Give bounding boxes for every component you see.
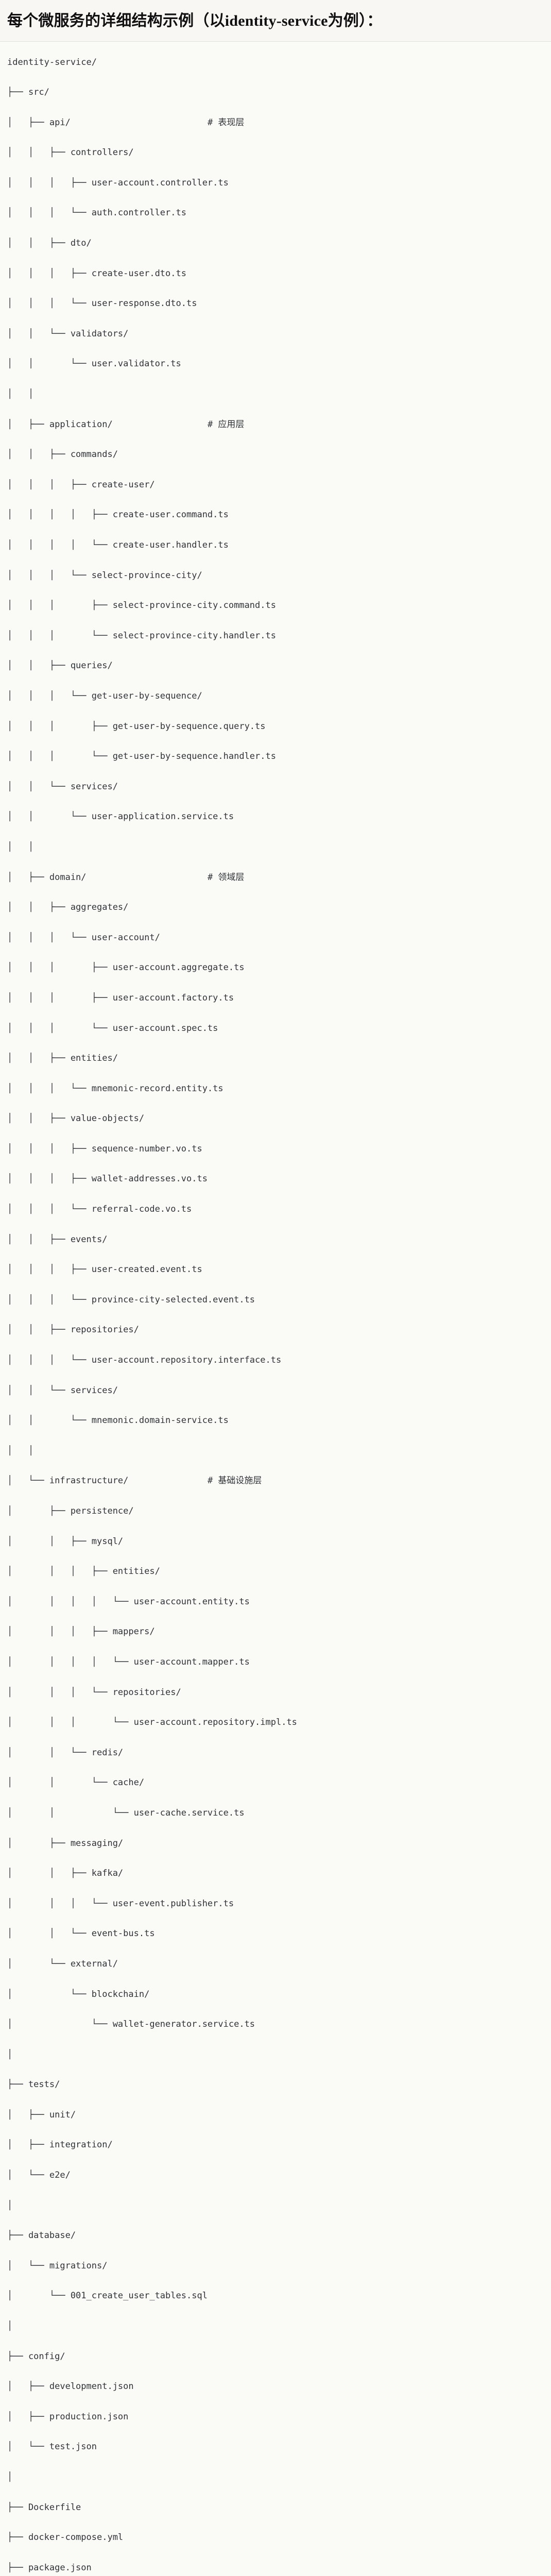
tree-line: │ │ <box>7 387 544 402</box>
tree-line: │ │ └── user-cache.service.ts <box>7 1806 544 1821</box>
tree-line: │ │ <box>7 840 544 855</box>
tree-line: │ │ │ └── user-account.spec.ts <box>7 1021 544 1036</box>
tree-line: │ │ ├── value-objects/ <box>7 1111 544 1126</box>
tree-line: │ ├── application/ # 应用层 <box>7 417 544 432</box>
tree-line: │ │ │ ├── mappers/ <box>7 1624 544 1639</box>
tree-line: │ └── wallet-generator.service.ts <box>7 2017 544 2032</box>
tree-line: │ │ ├── entities/ <box>7 1051 544 1066</box>
tree-line: │ │ ├── dto/ <box>7 236 544 251</box>
tree-line: │ │ │ └── auth.controller.ts <box>7 206 544 221</box>
tree-line: │ │ │ └── user-event.publisher.ts <box>7 1896 544 1911</box>
directory-tree-block: identity-service/ ├── src/ │ ├── api/ # … <box>0 42 551 2576</box>
tree-line: │ <box>7 2319 544 2334</box>
tree-line-comment: # 领域层 <box>208 872 244 883</box>
tree-line: │ │ └── services/ <box>7 1383 544 1398</box>
tree-line-comment: # 表现层 <box>208 117 244 128</box>
tree-line: │ <box>7 2470 544 2485</box>
tree-line: │ │ └── user.validator.ts <box>7 357 544 371</box>
tree-line: │ │ │ │ └── user-account.mapper.ts <box>7 1655 544 1670</box>
tree-line: │ │ │ ├── create-user.dto.ts <box>7 266 544 281</box>
tree-line: │ │ │ └── get-user-by-sequence.handler.t… <box>7 749 544 764</box>
tree-line: │ │ │ ├── user-account.aggregate.ts <box>7 960 544 975</box>
tree-line: │ │ │ └── select-province-city/ <box>7 568 544 583</box>
page-title: 每个微服务的详细结构示例（以identity-service为例）： <box>7 11 544 31</box>
tree-line: │ │ │ └── repositories/ <box>7 1685 544 1700</box>
tree-line: │ │ │ └── user-account.repository.interf… <box>7 1353 544 1368</box>
tree-line-path: │ ├── application/ <box>7 419 208 430</box>
tree-line: │ ├── development.json <box>7 2379 544 2394</box>
tree-line-path: │ ├── api/ <box>7 117 208 128</box>
tree-line: │ │ └── event-bus.ts <box>7 1926 544 1941</box>
tree-line: │ <box>7 2047 544 2062</box>
tree-line-comment: # 基础设施层 <box>208 1476 262 1486</box>
tree-line: ├── Dockerfile <box>7 2500 544 2515</box>
tree-line: │ │ ├── kafka/ <box>7 1866 544 1881</box>
tree-line: │ │ └── user-application.service.ts <box>7 809 544 824</box>
tree-line: │ │ │ ├── create-user/ <box>7 478 544 493</box>
tree-line: │ │ ├── mysql/ <box>7 1534 544 1549</box>
tree-line: │ │ │ └── mnemonic-record.entity.ts <box>7 1081 544 1096</box>
tree-line: │ │ │ ├── user-created.event.ts <box>7 1262 544 1277</box>
page-header: 每个微服务的详细结构示例（以identity-service为例）： <box>0 0 551 42</box>
tree-line: │ │ │ │ ├── create-user.command.ts <box>7 507 544 522</box>
tree-line: │ │ └── redis/ <box>7 1745 544 1760</box>
tree-line: │ ├── persistence/ <box>7 1504 544 1519</box>
tree-line: │ │ └── cache/ <box>7 1775 544 1790</box>
tree-line-comment: # 应用层 <box>208 419 244 430</box>
tree-line: │ │ │ ├── wallet-addresses.vo.ts <box>7 1172 544 1187</box>
tree-line: │ │ │ └── user-response.dto.ts <box>7 296 544 311</box>
tree-line: │ │ ├── events/ <box>7 1232 544 1247</box>
tree-line: │ └── 001_create_user_tables.sql <box>7 2289 544 2303</box>
tree-line: │ │ │ ├── entities/ <box>7 1564 544 1579</box>
tree-line: │ ├── unit/ <box>7 2108 544 2123</box>
tree-line: │ │ └── validators/ <box>7 327 544 342</box>
tree-line: │ ├── api/ # 表现层 <box>7 115 544 130</box>
tree-line: │ │ │ └── user-account/ <box>7 930 544 945</box>
tree-line: │ ├── production.json <box>7 2410 544 2425</box>
tree-line: │ └── e2e/ <box>7 2168 544 2183</box>
tree-line-path: │ └── infrastructure/ <box>7 1476 208 1486</box>
tree-line: │ │ │ ├── get-user-by-sequence.query.ts <box>7 719 544 734</box>
tree-line: │ │ <box>7 1444 544 1459</box>
tree-line: │ │ │ │ └── create-user.handler.ts <box>7 538 544 553</box>
tree-line: │ ├── domain/ # 领域层 <box>7 870 544 885</box>
tree-line: │ └── external/ <box>7 1957 544 1972</box>
tree-line: │ │ │ └── referral-code.vo.ts <box>7 1202 544 1217</box>
tree-line: │ ├── messaging/ <box>7 1836 544 1851</box>
tree-line: │ │ ├── controllers/ <box>7 145 544 160</box>
tree-line: │ └── migrations/ <box>7 2259 544 2274</box>
tree-line: │ └── infrastructure/ # 基础设施层 <box>7 1473 544 1488</box>
tree-line: │ │ │ ├── select-province-city.command.t… <box>7 598 544 613</box>
tree-line: │ │ ├── aggregates/ <box>7 900 544 915</box>
tree-line: ├── tests/ <box>7 2077 544 2092</box>
tree-line: │ └── test.json <box>7 2439 544 2454</box>
tree-line: │ │ │ └── province-city-selected.event.t… <box>7 1293 544 1308</box>
tree-line-path: │ ├── domain/ <box>7 872 208 883</box>
tree-line: │ │ │ └── select-province-city.handler.t… <box>7 629 544 643</box>
tree-line: identity-service/ <box>7 55 544 70</box>
tree-line: ├── src/ <box>7 85 544 100</box>
tree-line: │ │ │ ├── sequence-number.vo.ts <box>7 1142 544 1157</box>
tree-line: ├── database/ <box>7 2228 544 2243</box>
tree-line: │ │ ├── queries/ <box>7 658 544 673</box>
tree-line: │ ├── integration/ <box>7 2138 544 2153</box>
tree-line: ├── package.json <box>7 2561 544 2575</box>
tree-line: │ └── blockchain/ <box>7 1987 544 2002</box>
tree-line: │ <box>7 2198 544 2213</box>
tree-line: │ │ └── services/ <box>7 779 544 794</box>
tree-line: │ │ │ │ └── user-account.entity.ts <box>7 1595 544 1609</box>
tree-line: │ │ ├── commands/ <box>7 447 544 462</box>
tree-line: │ │ │ └── user-account.repository.impl.t… <box>7 1715 544 1730</box>
tree-line: │ │ │ ├── user-account.factory.ts <box>7 991 544 1006</box>
tree-line: ├── docker-compose.yml <box>7 2530 544 2545</box>
tree-line: │ │ ├── repositories/ <box>7 1323 544 1337</box>
tree-line: │ │ │ ├── user-account.controller.ts <box>7 176 544 191</box>
directory-tree: identity-service/ ├── src/ │ ├── api/ # … <box>7 55 544 2576</box>
tree-line: ├── config/ <box>7 2349 544 2364</box>
tree-line: │ │ │ └── get-user-by-sequence/ <box>7 689 544 704</box>
tree-line: │ │ └── mnemonic.domain-service.ts <box>7 1413 544 1428</box>
